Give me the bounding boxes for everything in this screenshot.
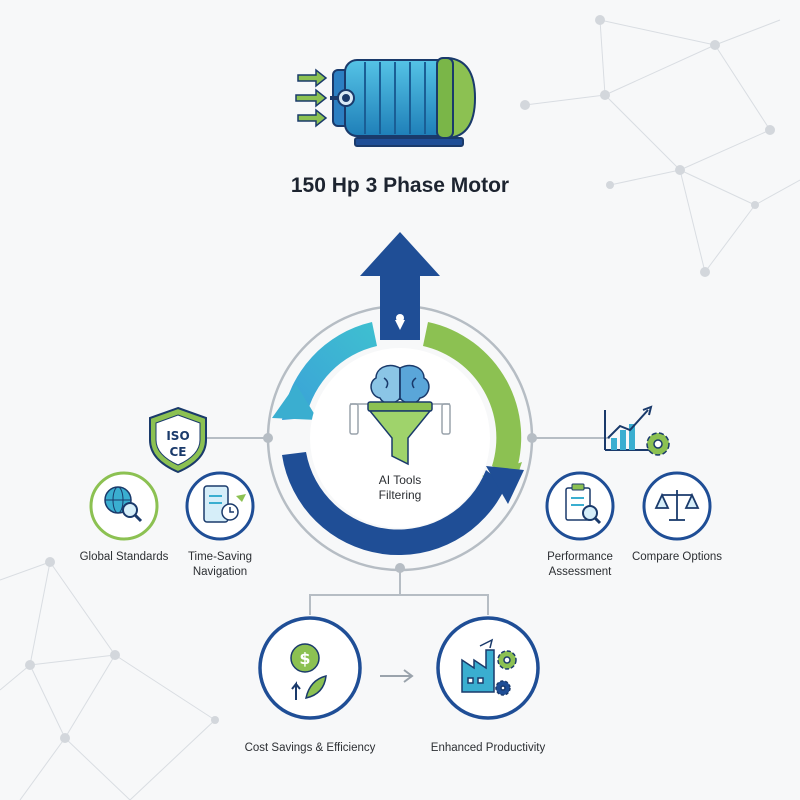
- compare-options-label: Compare Options: [631, 551, 723, 563]
- badge-iso: ISO: [166, 429, 189, 443]
- growth-chart-gear-icon: [604, 405, 670, 456]
- certification-shield-icon: ISO CE: [149, 406, 207, 474]
- center-label-line1: AI Tools: [379, 473, 421, 487]
- time-saving-badge: [185, 471, 255, 541]
- global-standards-label: Global Standards: [79, 551, 169, 563]
- brain-icon: [370, 364, 430, 404]
- electric-motor-icon: [330, 57, 476, 147]
- input-arrows: [295, 68, 328, 128]
- performance-label-line2: Assessment: [548, 566, 612, 578]
- balance-scale-icon: [654, 490, 700, 521]
- productivity-label: Enhanced Productivity: [430, 742, 546, 754]
- time-saving-label-line2: Navigation: [192, 566, 248, 578]
- network-nodes: [25, 15, 775, 743]
- global-standards-badge: [89, 471, 159, 541]
- badge-ce: CE: [169, 445, 186, 459]
- time-saving-label: Time-Saving Navigation: [170, 550, 270, 580]
- cost-savings-badge: $: [258, 616, 362, 720]
- productivity-badge: [436, 616, 540, 720]
- page-title: 150 Hp 3 Phase Motor: [291, 174, 509, 197]
- compare-options-badge: [642, 471, 712, 541]
- performance-badge: [545, 471, 615, 541]
- performance-label: Performance Assessment: [530, 550, 630, 580]
- flow-arrow-icon: [380, 669, 414, 683]
- dollar-leaf-icon: $: [290, 643, 327, 700]
- tablet-clock-icon: [203, 485, 246, 523]
- center-label-line2: Filtering: [379, 488, 422, 502]
- connector-lines: [180, 437, 610, 615]
- time-saving-label-line1: Time-Saving: [187, 551, 253, 563]
- funnel-icon: [349, 401, 451, 466]
- clipboard-search-icon: [565, 483, 602, 525]
- globe-search-icon: [104, 486, 143, 523]
- up-arrow-icon: [360, 232, 440, 340]
- factory-gear-icon: [461, 638, 517, 696]
- performance-label-line1: Performance: [547, 551, 613, 563]
- cost-savings-label: Cost Savings & Efficiency: [244, 742, 376, 754]
- svg-text:$: $: [299, 649, 310, 668]
- network-decoration: [0, 19, 800, 800]
